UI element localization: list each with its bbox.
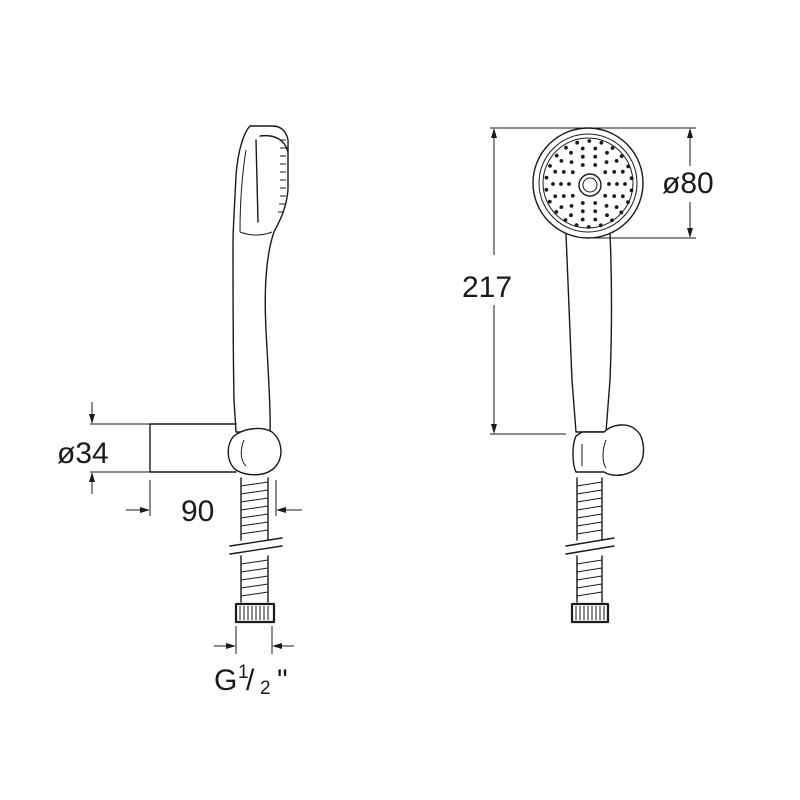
nozzle-dot [551,182,555,186]
nozzle-dot [559,159,564,163]
nozzle-dot [626,164,631,169]
dimension-label-thread-denominator: 2 [260,678,271,699]
dimension-thread: G 1 / 2 " [214,626,294,699]
nozzle-dot [620,194,625,199]
nozzle-dot [607,182,611,186]
nozzle-dot [547,199,552,204]
hand-shower-side [232,125,289,433]
dimension-label-projection: 90 [181,495,214,528]
dimension-length: 217 [462,127,588,435]
nozzle-dot [580,154,585,159]
nozzle-dot [575,140,580,145]
nozzle-dot [574,223,579,228]
nozzle-dot [553,169,558,174]
wall-bracket [149,423,237,473]
nozzle-dot [561,170,566,174]
dimension-label-thread: G [214,664,237,697]
nozzle-dot [605,150,609,155]
nozzle-dot [623,182,627,186]
nozzle-dot [620,169,625,174]
nozzle-dot [619,154,624,159]
nozzle-dot [554,210,559,214]
nozzle-dot [544,187,549,192]
holder-joint-side [227,427,282,476]
hose-front [565,477,615,603]
hand-shower-front [565,233,613,433]
nozzle-dot [570,170,575,175]
hose-nut-front [570,602,610,624]
nozzle-dots [544,139,634,229]
dimension-label-thread-numerator: 1 [238,662,249,683]
nozzle-dot [587,139,592,143]
nozzle-dot [569,213,573,218]
nozzle-dot [599,140,604,145]
nozzle-dot [580,217,585,222]
nozzle-dot [553,194,558,199]
nozzle-ribs-side [278,139,286,213]
dimension-label-thread-slash: / [246,664,255,697]
nozzle-dot [614,205,619,210]
nozzle-dot [598,223,603,228]
nozzle-dot [561,194,566,199]
nozzle-dot [580,209,585,214]
dimension-label-thread-inch: " [277,664,288,697]
nozzle-dot [580,146,585,151]
nozzle-dot [593,217,598,222]
nozzle-dot [604,160,609,165]
nozzle-dot [559,182,563,186]
nozzle-dot [544,175,549,180]
hose-nut-side [234,602,276,624]
nozzle-dot [603,193,608,198]
side-view: ø34 90 G 1 / 2 " [57,125,302,699]
nozzle-dot [610,218,614,223]
nozzle-dot [612,170,617,174]
front-view: 217 ø80 [462,127,714,624]
dimension-holder-diameter: ø34 [57,402,150,494]
nozzle-dot [593,209,598,214]
nozzle-dot [615,182,619,186]
nozzle-dot [593,201,598,205]
nozzle-dot [626,200,630,205]
nozzle-dot [610,146,615,150]
nozzle-dot [603,170,608,175]
nozzle-dot [569,150,573,155]
dimension-label-head-diameter: ø80 [662,167,714,200]
nozzle-dot [614,159,619,163]
nozzle-dot [593,146,598,151]
nozzle-dot [580,201,585,205]
nozzle-dot [593,154,598,159]
nozzle-dot [629,188,634,193]
nozzle-dot [563,218,568,222]
nozzle-dot [569,160,574,165]
dimension-projection: 90 [126,480,302,528]
holder-joint-front [572,424,645,476]
hose-side [229,477,283,603]
nozzle-dot [569,204,574,208]
dimension-label-length: 217 [462,271,512,304]
nozzle-dot [564,145,568,150]
nozzle-dot [629,176,634,181]
nozzle-dot [548,164,552,168]
dimension-label-holder-diameter: ø34 [57,437,109,470]
nozzle-dot [619,210,624,215]
nozzle-dot [593,163,598,167]
nozzle-dot [570,193,575,198]
nozzle-dot [554,153,559,158]
nozzle-dot [567,182,571,186]
nozzle-dot [559,205,564,210]
dimension-head-diameter: ø80 [588,127,714,239]
nozzle-dot [605,213,609,218]
shower-head-front [532,127,644,239]
nozzle-dot [580,163,585,167]
nozzle-dot [604,204,609,208]
nozzle-dot [612,194,617,199]
nozzle-dot [586,225,591,229]
